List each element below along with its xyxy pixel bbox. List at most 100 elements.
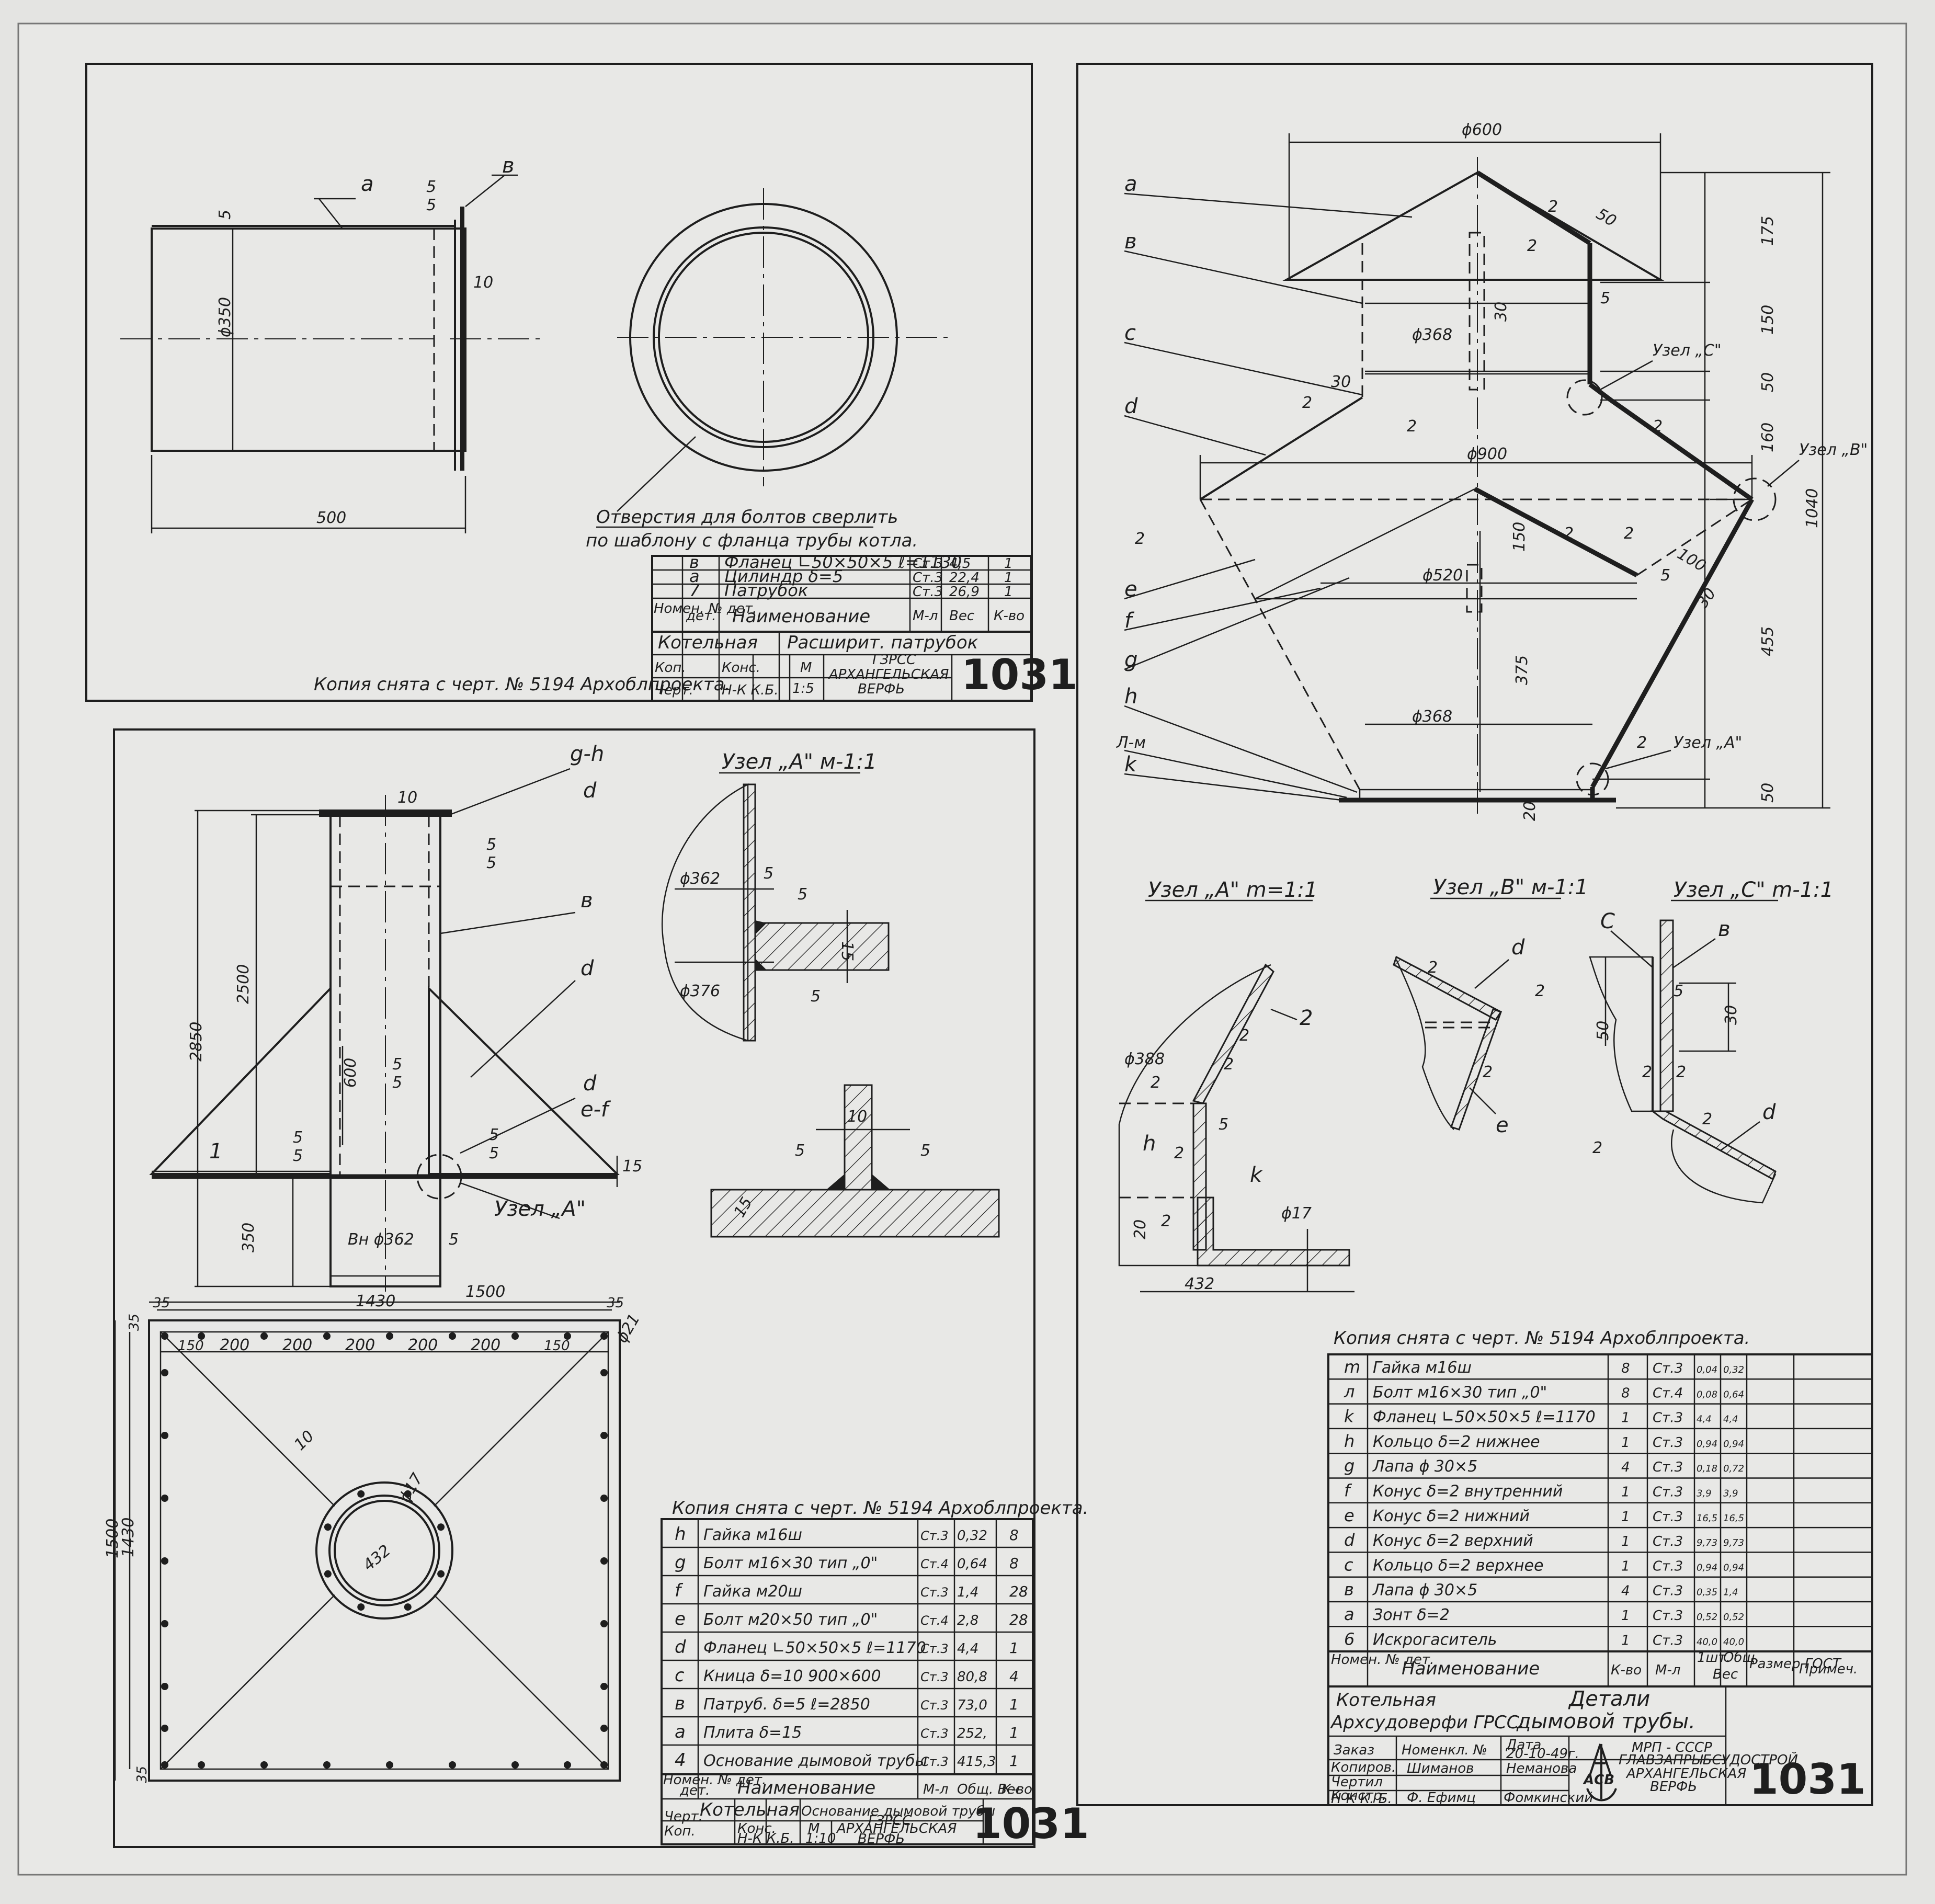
table-cell: 0,35 bbox=[1697, 1587, 1717, 1598]
bolt-hole bbox=[600, 1495, 608, 1502]
frame-flange bbox=[85, 63, 1033, 702]
tb3-sig4: Ф. Ефимц bbox=[1407, 1790, 1476, 1806]
table-cell: 1 bbox=[1009, 1752, 1019, 1770]
tb3-sig2: Неманова bbox=[1506, 1761, 1577, 1776]
tb1-cert: Черт. bbox=[655, 682, 693, 698]
note-line2: по шаблону с фланца трубы котла. bbox=[586, 530, 918, 551]
bolt-hole bbox=[198, 1761, 205, 1769]
plan-dim-35b: 35 bbox=[607, 1295, 624, 1311]
nodeA-title: Узел „A" м-1:1 bbox=[722, 750, 877, 774]
nodeA-d376: ϕ376 bbox=[680, 982, 720, 1000]
capnodeB-e: e bbox=[1496, 1113, 1509, 1137]
cap-w2c: 2 bbox=[1302, 394, 1312, 412]
t2-h-weight: Общ. Вес bbox=[957, 1782, 1023, 1797]
capnodeC-d: d bbox=[1762, 1100, 1776, 1124]
flange-front-view bbox=[617, 188, 952, 512]
plan-dim-h1500: 1500 bbox=[104, 1519, 122, 1558]
cap-d520: ϕ520 bbox=[1422, 566, 1463, 585]
table-cell: 0,64 bbox=[957, 1556, 987, 1572]
bolt-hole bbox=[323, 1332, 331, 1340]
table-cell: 16,5 bbox=[1723, 1513, 1744, 1524]
table-cell: e bbox=[675, 1609, 686, 1629]
table-cell: Ст.3 bbox=[920, 1754, 949, 1769]
bolt-hole bbox=[161, 1725, 168, 1732]
tb1-scale: 1:5 bbox=[792, 681, 814, 697]
cap-w2h: 2 bbox=[1624, 525, 1634, 543]
spec-table-1 bbox=[651, 555, 1032, 702]
table-cell: Ст.3 bbox=[1653, 1361, 1683, 1376]
table-cell: Ст.3 bbox=[1653, 1485, 1683, 1500]
table-cell: Конус δ=2 нижний bbox=[1373, 1507, 1530, 1525]
plan-dim-150b: 150 bbox=[544, 1338, 570, 1354]
bolt-hole bbox=[161, 1761, 168, 1769]
base-dim-15: 15 bbox=[622, 1157, 642, 1176]
ring-bolt-hole bbox=[437, 1570, 445, 1578]
bolt-hole bbox=[198, 1332, 205, 1340]
t3-h-w1: 1шт. bbox=[1697, 1650, 1731, 1666]
cap-1040: 1040 bbox=[1803, 488, 1822, 528]
table-cell: Лапа ϕ 30×5 bbox=[1372, 1581, 1477, 1600]
cap-label-h: h bbox=[1124, 685, 1137, 709]
table-cell: Гайка м16ш bbox=[1373, 1359, 1472, 1377]
plan-dim-200b: 200 bbox=[282, 1336, 312, 1354]
bolt-hole bbox=[161, 1495, 168, 1502]
tb1-number: 1031 bbox=[961, 651, 1078, 699]
table-cell: Ст.3 bbox=[920, 1698, 949, 1713]
table-cell: 0,64 bbox=[1723, 1389, 1744, 1400]
nodeA-w5b: 5 bbox=[798, 885, 807, 904]
table-cell: h bbox=[1344, 1431, 1354, 1451]
table-cell: Основание дымовой трубы bbox=[703, 1752, 927, 1770]
tb3-ministry4: ВЕРФЬ bbox=[1650, 1779, 1697, 1795]
table-cell: 8 bbox=[1009, 1526, 1019, 1544]
table-cell: 1 bbox=[1621, 1608, 1630, 1624]
capnodeA-w2c: 2 bbox=[1239, 1027, 1249, 1045]
table-cell: Болт м16×30 тип „0" bbox=[703, 1554, 878, 1572]
table-cell: 0,72 bbox=[1723, 1463, 1744, 1474]
table-cell: 1 bbox=[1621, 1509, 1630, 1525]
tb3-ministry2: ГЛАВЗАПРЫБСУДОСТРОЙ bbox=[1619, 1751, 1798, 1768]
table-cell: Ст.3 bbox=[1653, 1460, 1683, 1475]
capnodeB-w2a: 2 bbox=[1428, 959, 1438, 977]
tb3-kopir: Копиров. bbox=[1331, 1760, 1396, 1775]
t1-pos-2: 7 bbox=[689, 580, 700, 600]
table-cell: 1,4 bbox=[1723, 1587, 1738, 1598]
table-cell: 4 bbox=[1009, 1668, 1019, 1685]
capnodeB-title: Узел „B" м-1:1 bbox=[1433, 875, 1588, 899]
copy-note-3: Копия снята с черт. № 5194 Архоблпроекта… bbox=[1334, 1328, 1750, 1349]
t1-qty-0: 1 bbox=[1004, 556, 1013, 572]
base-dim-2500: 2500 bbox=[234, 964, 253, 1004]
table-cell: a bbox=[675, 1721, 686, 1742]
cap-w5a: 5 bbox=[1600, 289, 1610, 307]
capnode-b-detail bbox=[1393, 955, 1503, 1131]
table-cell: 0,94 bbox=[1697, 1439, 1717, 1450]
t1-weight-2: 26,9 bbox=[949, 584, 980, 600]
bolt-hole bbox=[449, 1332, 456, 1340]
table-cell: 4,4 bbox=[1697, 1414, 1712, 1425]
ring-bolts bbox=[324, 1490, 445, 1611]
table-cell: 16,5 bbox=[1697, 1513, 1717, 1524]
tb3-ministry1: МРП - СССР bbox=[1632, 1740, 1712, 1755]
base-dim-10: 10 bbox=[397, 789, 417, 807]
capnodeA-20: 20 bbox=[1131, 1219, 1149, 1239]
table-cell: Ст.3 bbox=[1653, 1509, 1683, 1525]
bolt-hole bbox=[600, 1557, 608, 1565]
plan-dim-200c: 200 bbox=[345, 1336, 375, 1354]
bolt-hole bbox=[161, 1369, 168, 1376]
spark-arrester-view bbox=[1199, 133, 1830, 816]
tb1-yard3: ВЕРФЬ bbox=[858, 681, 905, 697]
t3-h-name: Наименование bbox=[1402, 1658, 1540, 1679]
capnodeA-432: 432 bbox=[1185, 1275, 1214, 1293]
cap-uzelC: Узел „C" bbox=[1653, 341, 1722, 360]
table-cell: 0,94 bbox=[1723, 1562, 1744, 1573]
base-dim-2850: 2850 bbox=[187, 1022, 206, 1062]
base-label-d3: d bbox=[583, 1071, 597, 1096]
table-cell: Ст.3 bbox=[920, 1670, 949, 1684]
base-w5c: 5 bbox=[392, 1055, 402, 1074]
table-cell: 8 bbox=[1009, 1555, 1019, 1572]
table-cell: 1 bbox=[1621, 1534, 1630, 1549]
cap-label-lm: Л-м bbox=[1116, 734, 1146, 752]
table-cell: 0,32 bbox=[1723, 1364, 1744, 1375]
flange-side-view bbox=[120, 174, 544, 533]
tb3-date-label: Дата bbox=[1506, 1737, 1541, 1753]
cap-label-b: в bbox=[1124, 230, 1137, 254]
